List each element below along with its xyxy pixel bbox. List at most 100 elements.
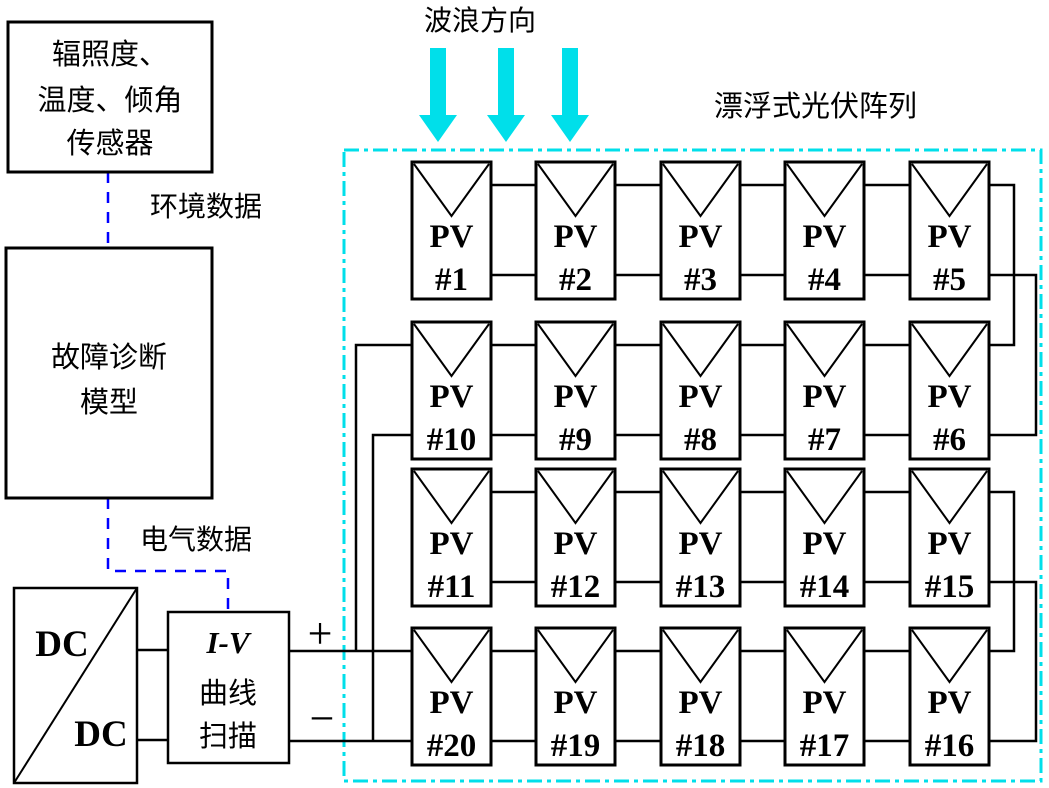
pv-cell-v-icon xyxy=(413,163,490,218)
pv-module-grid: PV#1PV#2PV#3PV#4PV#5PV#10PV#9PV#8PV#7PV#… xyxy=(410,160,991,767)
pv-cell-v-icon xyxy=(537,470,614,525)
sensor-box-line1: 辐照度、 xyxy=(52,38,168,71)
pv-string-wire xyxy=(615,649,661,743)
pv-module-frame xyxy=(783,626,866,767)
pv-module-frame xyxy=(783,467,866,608)
pv-module-15: PV#15 xyxy=(908,467,991,608)
pv-module-16: PV#16 xyxy=(908,626,991,767)
pv-module-frame xyxy=(410,467,493,608)
pv-module-number: #14 xyxy=(800,569,850,605)
pv-module-number: #4 xyxy=(808,262,841,298)
pv-string-wire xyxy=(864,343,910,437)
wave-arrow-icon xyxy=(419,48,457,142)
pv-module-name: PV xyxy=(554,379,598,415)
pv-module-name: PV xyxy=(803,219,847,255)
pv-module-number: #9 xyxy=(559,422,592,458)
pv-module-frame xyxy=(534,626,617,767)
pv-module-18: PV #18 xyxy=(659,626,742,767)
iv-scan-line1: I-V xyxy=(205,625,251,660)
pv-module-number: #18 xyxy=(676,728,726,764)
pv-module-name: PV xyxy=(430,379,474,415)
pv-string-wire xyxy=(740,490,785,584)
pv-cell-v-icon xyxy=(911,629,988,684)
pv-module-name: PV xyxy=(803,379,847,415)
pv-module-1: PV #1 xyxy=(410,160,493,301)
pv-cell-v-icon xyxy=(662,323,739,378)
pv-module-frame xyxy=(410,320,493,461)
iv-scan-box xyxy=(166,610,291,765)
pv-module-3: PV #3 xyxy=(659,160,742,301)
sensor-box xyxy=(6,20,214,174)
sensor-box-line3: 传感器 xyxy=(66,127,153,160)
pv-string-wire xyxy=(491,490,536,584)
pv-module-frame xyxy=(534,320,617,461)
pv-string-wire xyxy=(864,183,910,277)
pv-module-name: PV xyxy=(554,685,598,721)
pv-cell-v-icon xyxy=(662,629,739,684)
pv-cell-v-icon xyxy=(786,629,863,684)
pv-module-frame xyxy=(908,320,991,461)
left-wrap-bottom-wire xyxy=(371,433,413,741)
pv-module-number: #20 xyxy=(427,728,477,764)
pv-module-frame xyxy=(659,160,742,301)
pv-module-13: PV#13 xyxy=(659,467,742,608)
pv-module-name: PV xyxy=(803,526,847,562)
pv-module-frame xyxy=(783,320,866,461)
fault-model-box xyxy=(4,246,214,500)
pv-cell-v-icon xyxy=(911,323,988,378)
pv-module-7: PV#7 xyxy=(783,320,866,461)
pv-string-wire xyxy=(491,183,536,277)
pv-module-name: PV xyxy=(430,526,474,562)
pv-module-2: PV#2 xyxy=(534,160,617,301)
pv-module-name: PV xyxy=(679,526,723,562)
pv-module-number: #2 xyxy=(559,262,592,298)
pv-cell-v-icon xyxy=(911,470,988,525)
pv-module-number: #10 xyxy=(427,422,477,458)
pv-cell-v-icon xyxy=(786,470,863,525)
pv-module-frame xyxy=(659,320,742,461)
pv-module-4: PV #4 xyxy=(783,160,866,301)
pv-module-name: PV xyxy=(554,526,598,562)
sensor-box-line2: 温度、倾角 xyxy=(37,84,182,117)
pv-module-frame xyxy=(659,467,742,608)
wave-arrow-icon xyxy=(487,48,525,142)
pv-module-frame xyxy=(534,467,617,608)
pv-cell-v-icon xyxy=(786,163,863,218)
pv-string-wire xyxy=(740,343,785,437)
plus-sign: + xyxy=(308,609,333,658)
pv-string-wire xyxy=(740,649,785,743)
pv-cell-v-icon xyxy=(537,323,614,378)
pv-module-number: #12 xyxy=(551,569,601,605)
pv-module-frame xyxy=(908,467,991,608)
pv-module-14: PV #14 xyxy=(783,467,866,608)
pv-module-12: PV #12 xyxy=(534,467,617,608)
row1-row2-wrap-top-wire xyxy=(988,183,1016,347)
pv-string-wire xyxy=(615,183,661,277)
pv-module-19: PV#19 xyxy=(534,626,617,767)
row3-row4-wrap-bottom-wire xyxy=(988,580,1038,743)
pv-cell-v-icon xyxy=(786,323,863,378)
pv-cell-v-icon xyxy=(662,163,739,218)
floating-pv-array-label: 漂浮式光伏阵列 xyxy=(714,90,917,123)
pv-module-number: #16 xyxy=(925,728,975,764)
pv-module-number: #1 xyxy=(435,262,468,298)
pv-module-number: #6 xyxy=(933,422,966,458)
pv-module-6: PV#6 xyxy=(908,320,991,461)
pv-string-wire xyxy=(491,343,536,437)
dcdc-diagonal xyxy=(13,587,138,784)
pv-module-8: PV#8 xyxy=(659,320,742,461)
fault-model-line1: 故障诊断 xyxy=(51,341,167,374)
pv-module-number: #11 xyxy=(428,569,476,605)
fault-model-line2: 模型 xyxy=(80,386,138,419)
pv-module-11: PV #11 xyxy=(410,467,493,608)
pv-module-name: PV xyxy=(679,219,723,255)
pv-module-name: PV xyxy=(430,219,474,255)
pv-module-number: #5 xyxy=(933,262,966,298)
left-wrap-top-wire xyxy=(354,343,413,651)
elec-data-label: 电气数据 xyxy=(140,524,252,556)
dcdc-top-label: DC xyxy=(35,624,88,665)
pv-module-number: #3 xyxy=(684,262,717,298)
pv-module-name: PV xyxy=(679,685,723,721)
pv-module-number: #15 xyxy=(925,569,975,605)
